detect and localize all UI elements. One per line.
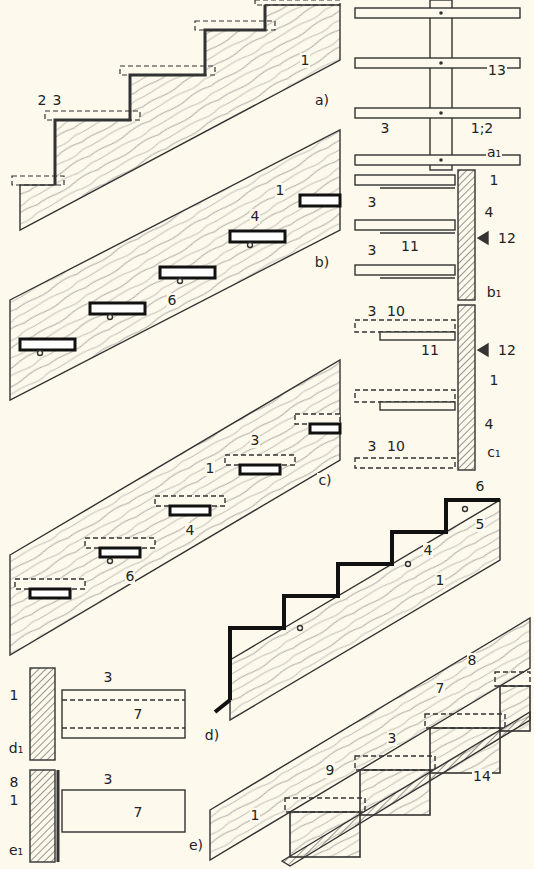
callout-number: 3 [380, 121, 391, 136]
callout-number: 6 [167, 293, 178, 308]
callout-number: 1 [250, 808, 261, 823]
callout-number: 2 [37, 93, 48, 108]
callout-number: 1 [489, 173, 500, 188]
callout-number: 3 [367, 304, 378, 319]
callout-number: 10 [386, 304, 406, 319]
callout-number: 1 [300, 53, 311, 68]
callout-number: 7 [435, 681, 446, 696]
callout-number: 12 [497, 231, 517, 246]
callout-number: d) [204, 728, 220, 743]
callout-number: 7 [133, 707, 144, 722]
callout-number: d₁ [8, 741, 25, 756]
callout-number: 6 [475, 479, 486, 494]
callout-number: 4 [484, 205, 495, 220]
callout-number: 8 [9, 775, 20, 790]
callout-number: 3 [250, 433, 261, 448]
callout-number: 5 [475, 517, 486, 532]
callout-number: 4 [185, 523, 196, 538]
callout-number: 3 [387, 731, 398, 746]
callout-number: 10 [386, 439, 406, 454]
callout-number: 3 [103, 772, 114, 787]
callout-number: 1;2 [470, 121, 495, 136]
callout-number: 3 [103, 670, 114, 685]
callout-number: 1 [9, 793, 20, 808]
callout-number: b) [314, 255, 330, 270]
callout-number: 1 [205, 461, 216, 476]
callout-number: 4 [423, 543, 434, 558]
callout-number: e) [188, 838, 204, 853]
callout-number: 6 [125, 569, 136, 584]
callout-number: 3 [367, 243, 378, 258]
callout-number: b₁ [486, 285, 503, 300]
callout-number: 3 [52, 93, 63, 108]
callout-number: 9 [325, 763, 336, 778]
callout-number: 1 [489, 373, 500, 388]
callout-number: 8 [467, 653, 478, 668]
callout-number: c₁ [486, 445, 501, 460]
callout-number: a) [314, 93, 330, 108]
callout-number: 11 [400, 239, 420, 254]
callout-number: 1 [435, 573, 446, 588]
callout-number: 11 [420, 343, 440, 358]
callout-number: 12 [497, 343, 517, 358]
callout-number: 4 [250, 209, 261, 224]
callout-number: 1 [9, 688, 20, 703]
callout-number: 3 [367, 195, 378, 210]
callout-number: e₁ [8, 843, 24, 858]
callout-number: 4 [484, 417, 495, 432]
callout-number: 13 [487, 63, 507, 78]
callout-number: c) [317, 473, 332, 488]
callout-number: a₁ [486, 145, 502, 160]
callout-number: 3 [367, 439, 378, 454]
callout-number: 14 [472, 769, 492, 784]
callout-number: 1 [275, 183, 286, 198]
callout-number: 7 [133, 805, 144, 820]
